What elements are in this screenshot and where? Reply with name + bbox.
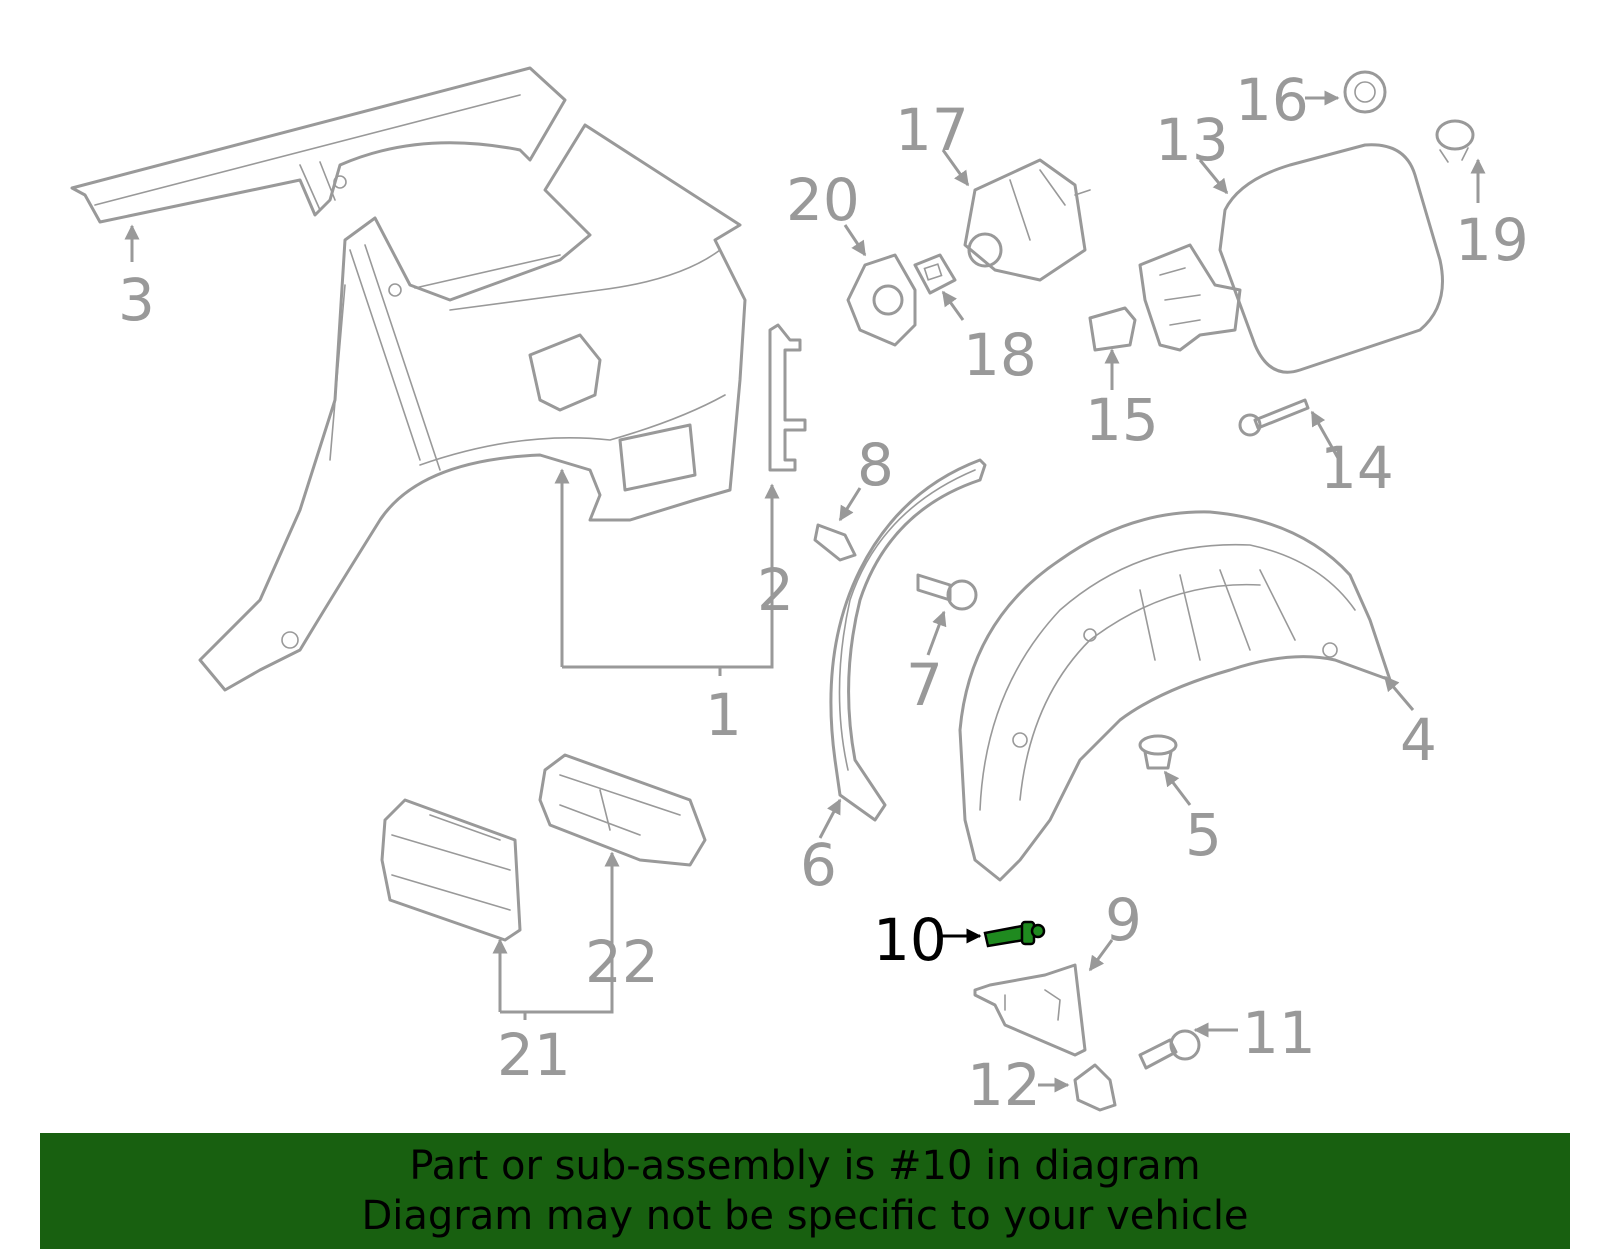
callout-10-highlighted: 10: [873, 906, 947, 974]
part-17-actuator[interactable]: [963, 158, 1091, 282]
callout-6: 6: [800, 831, 837, 899]
banner-line-1: Part or sub-assembly is #10 in diagram: [409, 1143, 1201, 1189]
part-13-fuel-door[interactable]: [1218, 143, 1444, 374]
part-16-cap[interactable]: [1343, 70, 1387, 114]
part-21-housing[interactable]: [380, 798, 522, 942]
info-banner: Part or sub-assembly is #10 in diagram D…: [40, 1133, 1570, 1249]
callout-22: 22: [585, 928, 659, 996]
part-20-bracket[interactable]: [846, 253, 917, 347]
callout-labels: 1 2 3 4 5 6 7 8 9 10 11 12 13 14 15 16 1…: [118, 66, 1529, 1119]
callout-18: 18: [963, 321, 1037, 389]
callout-14: 14: [1320, 434, 1394, 502]
part-9-bracket[interactable]: [973, 963, 1087, 1057]
part-14-pin[interactable]: [1238, 398, 1310, 437]
callout-11: 11: [1242, 999, 1316, 1067]
part-2-bracket[interactable]: [768, 323, 807, 472]
banner-line-2: Diagram may not be specific to your vehi…: [361, 1193, 1249, 1239]
part-4-wheelhouse-liner[interactable]: [958, 510, 1392, 882]
part-8-fastener[interactable]: [813, 523, 857, 562]
callout-20: 20: [786, 166, 860, 234]
part-12-clip[interactable]: [1073, 1063, 1117, 1112]
callout-16: 16: [1235, 66, 1309, 134]
callout-7: 7: [906, 651, 943, 719]
callout-13: 13: [1155, 106, 1229, 174]
callout-19: 19: [1455, 206, 1529, 274]
part-19-grommet[interactable]: [1435, 119, 1475, 163]
callout-1: 1: [705, 681, 742, 749]
leader-lines: [124, 90, 1486, 1093]
callout-15: 15: [1085, 386, 1159, 454]
part-6-arch-molding[interactable]: [829, 458, 987, 822]
callout-17: 17: [895, 96, 969, 164]
part-15-block[interactable]: [1088, 306, 1137, 352]
callout-12: 12: [967, 1051, 1041, 1119]
part-7-bolt[interactable]: [916, 573, 978, 611]
part-11-bolt[interactable]: [1138, 1029, 1201, 1070]
callout-21: 21: [497, 1021, 571, 1089]
callout-2: 2: [757, 556, 794, 624]
part-13-hinge[interactable]: [1138, 243, 1242, 352]
callout-5: 5: [1185, 801, 1222, 869]
callout-4: 4: [1400, 706, 1437, 774]
part-1-quarter-panel[interactable]: [198, 123, 747, 692]
part-3-roof-rail[interactable]: [70, 66, 567, 224]
callout-3: 3: [118, 266, 155, 334]
part-10-bolt-highlighted[interactable]: [983, 920, 1046, 948]
callout-9: 9: [1105, 886, 1142, 954]
callout-8: 8: [857, 431, 894, 499]
part-5-clip[interactable]: [1138, 734, 1178, 770]
part-22-pocket[interactable]: [538, 753, 707, 867]
part-18-pad[interactable]: [913, 253, 957, 295]
